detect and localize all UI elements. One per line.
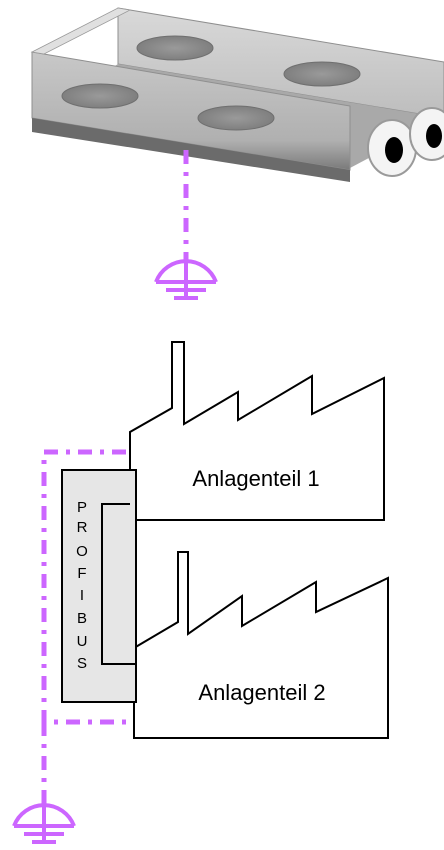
profibus-letter: U bbox=[77, 633, 88, 650]
profibus-letter: S bbox=[77, 655, 87, 672]
cable-end-icon bbox=[409, 107, 444, 161]
cable-tray-icon bbox=[30, 7, 444, 182]
profibus-letter: F bbox=[77, 565, 86, 582]
profibus-letter: R bbox=[77, 519, 88, 536]
factory-icon bbox=[133, 551, 389, 739]
profibus-letter: B bbox=[77, 610, 87, 627]
shield-boundary bbox=[41, 449, 132, 725]
factory-icon bbox=[129, 341, 385, 521]
profibus-letter: O bbox=[76, 543, 88, 560]
plant-label-1: Anlagenteil 1 bbox=[192, 466, 319, 491]
ground-symbol-icon bbox=[12, 803, 76, 844]
cable-end-icon bbox=[367, 119, 417, 177]
plant-label-2: Anlagenteil 2 bbox=[198, 680, 325, 705]
profibus-label: P R O F I B U S bbox=[76, 499, 88, 672]
profibus-letter: P bbox=[77, 499, 87, 516]
ground-symbol-icon bbox=[154, 259, 218, 300]
profibus-letter: I bbox=[80, 587, 84, 604]
bus-cable bbox=[101, 503, 136, 665]
